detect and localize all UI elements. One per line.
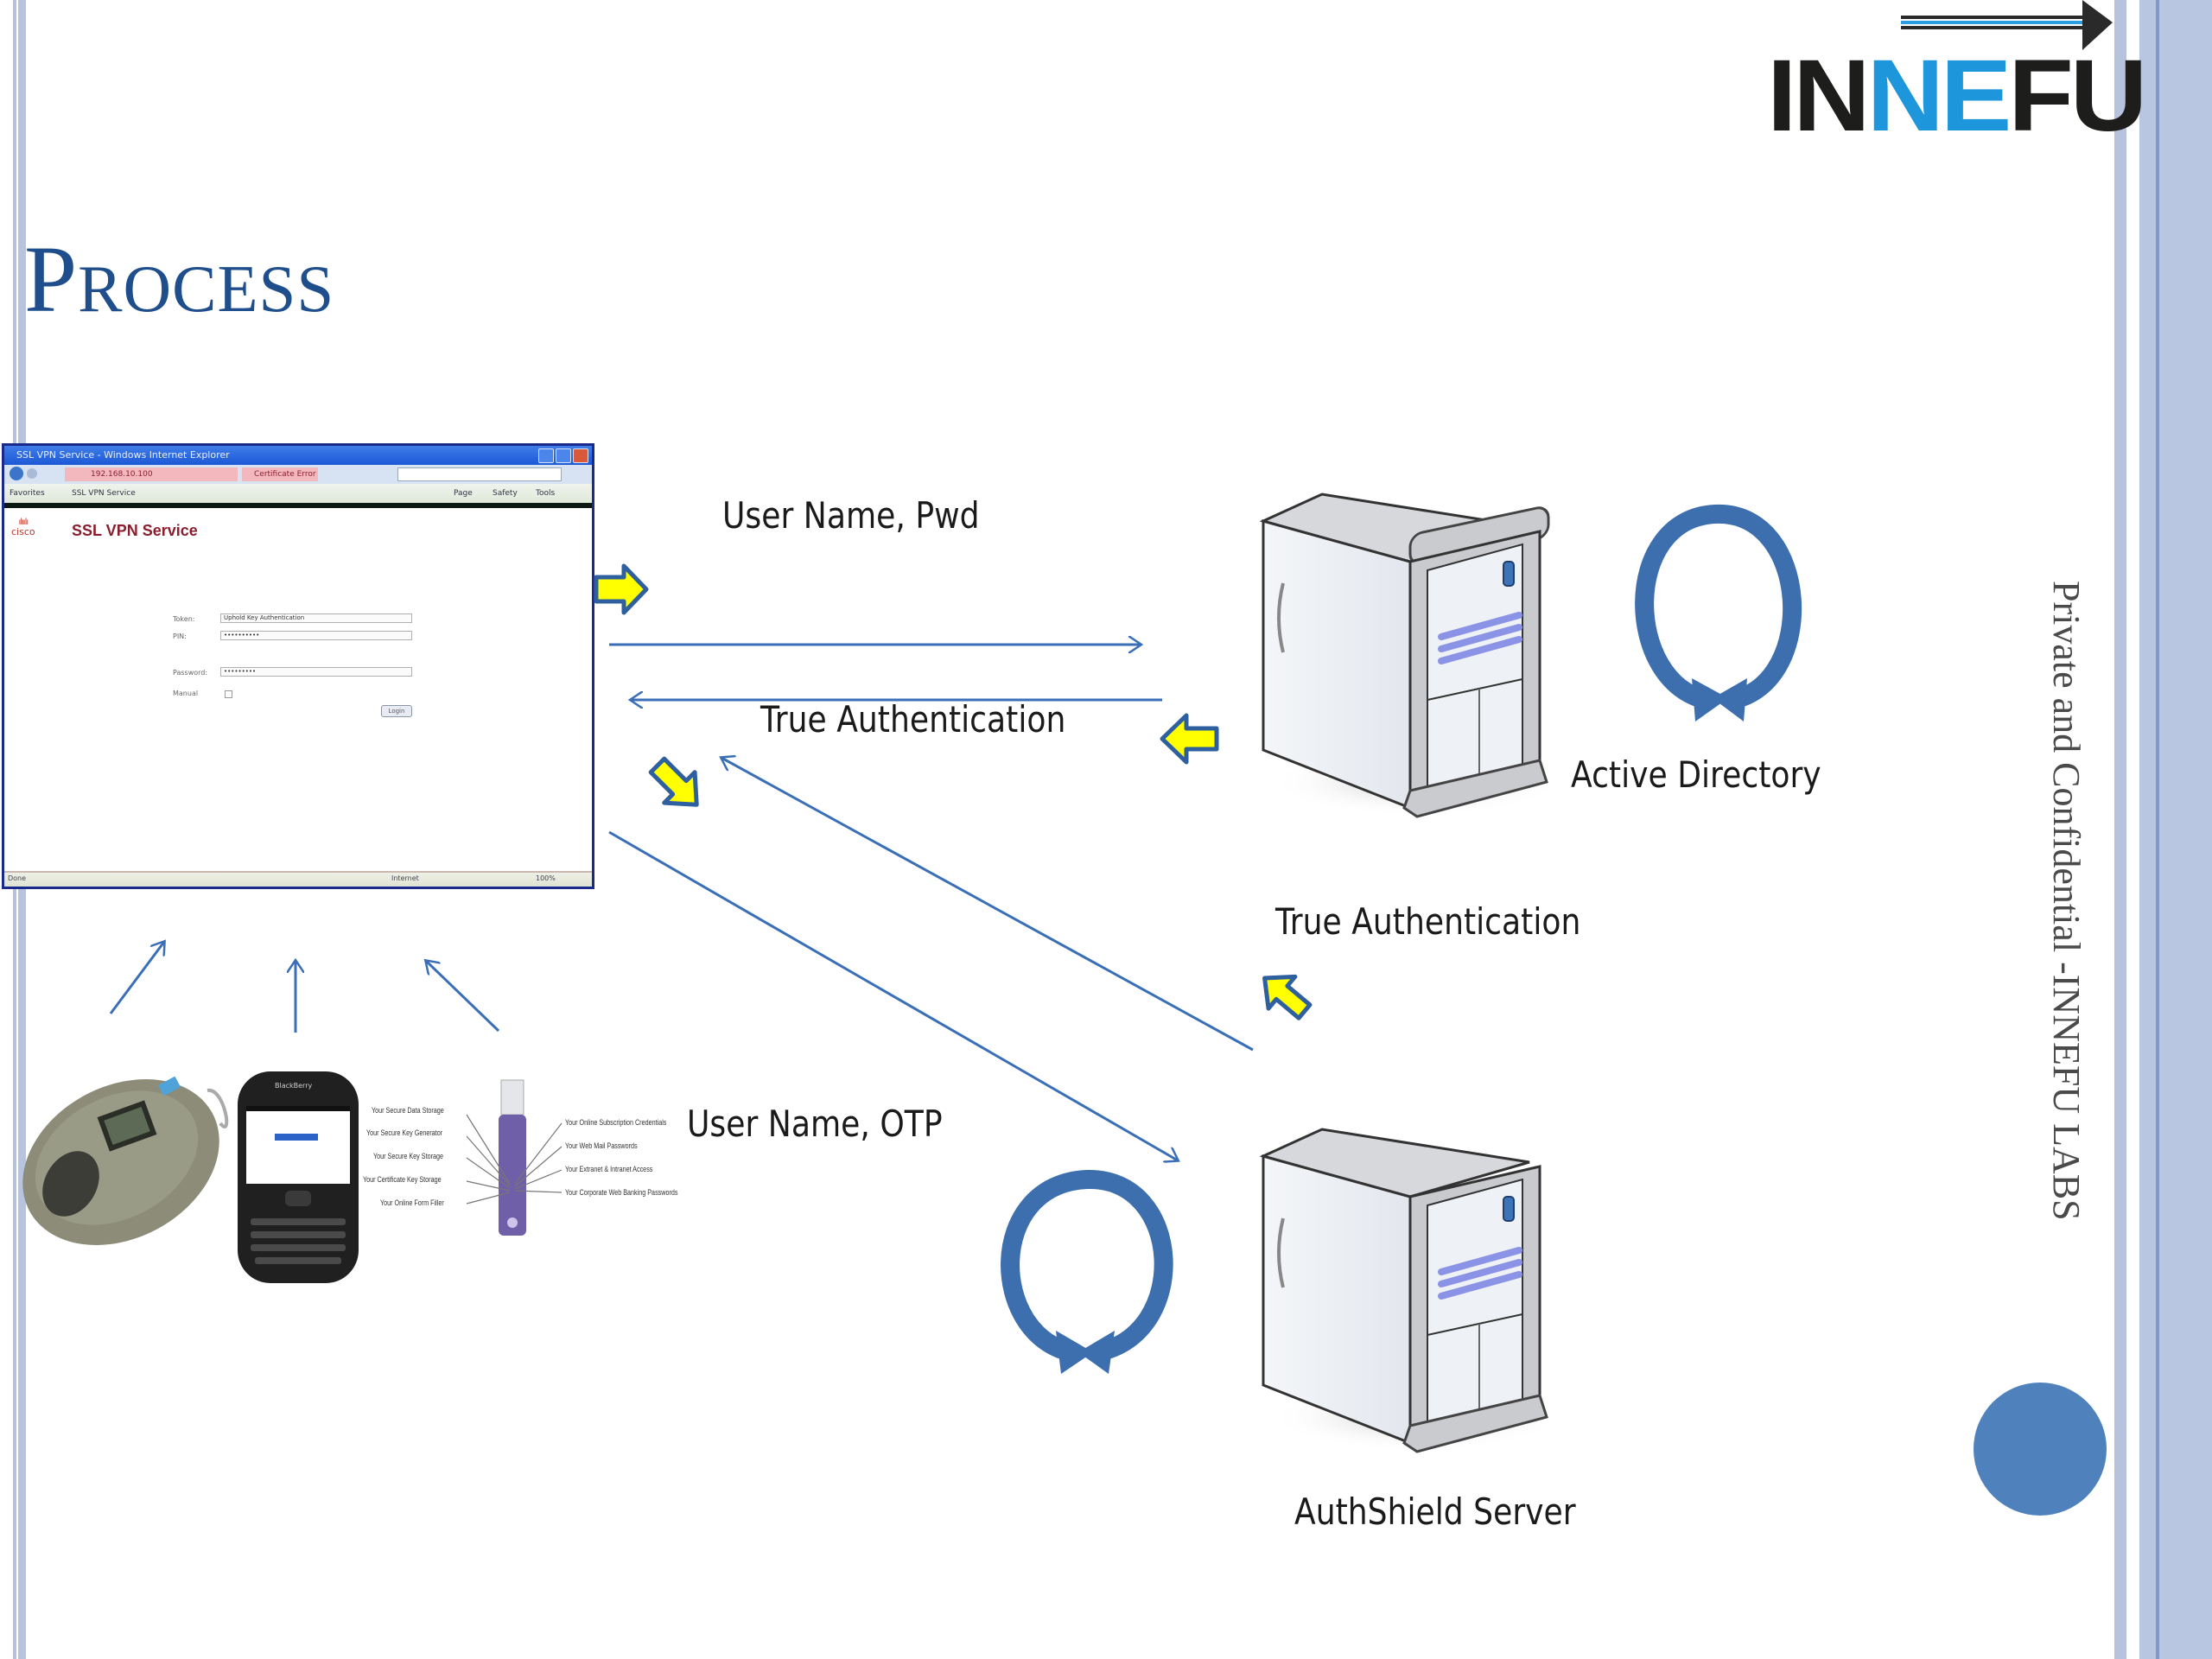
tab-ssl-vpn[interactable]: SSL VPN Service [72,489,136,498]
search-input[interactable] [397,467,562,481]
usb-label: Your Online Form Filler [380,1198,444,1207]
innefu-logo: INNEFU [1767,45,2147,147]
maximize-icon[interactable] [556,448,571,463]
close-icon[interactable] [573,448,588,463]
arrow-otp-to-authshield [608,830,1178,1160]
toolbar-safety[interactable]: Safety [493,489,518,498]
active-directory-server-icon [1259,493,1564,818]
favorites-bar: Favorites SSL VPN Service Page Safety To… [4,484,592,503]
usb-label: Your Web Mail Passwords [565,1141,638,1150]
usb-label: Your Certificate Key Storage [363,1175,442,1184]
phone-brand: BlackBerry [275,1082,313,1090]
arrow-authshield-true-auth [721,758,1254,1052]
password-input[interactable]: ••••••••• [220,667,412,677]
cisco-text: cisco [11,526,35,537]
url-field[interactable]: 192.168.10.100 [65,467,238,481]
yellow-arrow-down-right-icon [648,756,699,807]
logo-part-1: IN [1767,39,1871,153]
ssl-vpn-browser-window: SSL VPN Service - Windows Internet Explo… [2,443,594,889]
address-bar: 192.168.10.100 Certificate Error [4,465,592,484]
status-text: Done [8,874,27,882]
token-label: Token: [173,615,195,623]
label-true-authentication-ad: True Authentication [760,698,1066,741]
usb-label: Your Secure Key Storage [373,1152,443,1160]
cycle-arrow-icon-authshield [1001,1169,1173,1374]
usb-label: Your Online Subscription Credentials [565,1118,667,1127]
status-zoom[interactable]: 100% [536,874,556,882]
label-user-name-otp: User Name, OTP [687,1103,943,1145]
browser-titlebar: SSL VPN Service - Windows Internet Explo… [4,446,592,465]
toolbar-separator [4,503,592,508]
confidential-footer: Private and Confidential -INNEFU LABS [2045,581,2088,1221]
right-border-line [2114,0,2126,1659]
label-user-name-pwd: User Name, Pwd [722,494,980,537]
usb-label: Your Extranet & Intranet Access [565,1165,653,1173]
arrow-usb-up [426,961,500,1033]
pin-label: PIN: [173,632,187,640]
toolbar-tools[interactable]: Tools [536,489,556,498]
label-authshield-server: AuthShield Server [1294,1491,1576,1533]
cisco-bars-icon: ılıılı [18,518,29,527]
authshield-server-icon [1259,1128,1564,1453]
right-border-accent [2156,0,2159,1659]
usb-label: Your Secure Key Generator [366,1128,443,1137]
login-button[interactable]: Login [381,705,412,717]
yellow-arrow-left-icon [1160,713,1219,765]
window-controls [538,448,588,463]
back-icon[interactable] [10,467,23,480]
blackberry-phone-icon [238,1071,359,1283]
usb-key-icon [466,1079,563,1236]
status-zone: Internet [391,874,419,882]
password-label: Password: [173,669,208,677]
forward-icon[interactable] [27,468,37,479]
usb-label: Your Secure Data Storage [372,1106,444,1115]
cycle-arrow-icon-ad [1635,504,1802,721]
token-select[interactable]: Uphold Key Authentication [220,613,412,623]
usb-label: Your Corporate Web Banking Passwords [565,1188,678,1197]
yellow-arrow-right-icon [594,563,649,615]
logo-part-3: FU [2008,39,2147,153]
pin-input[interactable]: •••••••••• [220,631,412,640]
toolbar-page[interactable]: Page [454,489,473,498]
right-border-band [2139,0,2212,1659]
certificate-error-badge[interactable]: Certificate Error [242,467,318,481]
label-true-authentication-authshield: True Authentication [1275,900,1581,943]
favorites-button[interactable]: Favorites [10,489,45,498]
minimize-icon[interactable] [538,448,554,463]
manual-label: Manual [173,690,199,697]
label-active-directory: Active Directory [1571,753,1821,796]
slide-title: Process [24,226,335,332]
otp-token-device-icon [22,1076,229,1245]
browser-window-title: SSL VPN Service - Windows Internet Explo… [16,449,230,461]
arrow-token-up [109,942,164,1014]
logo-part-2: NE [1866,39,2012,153]
yellow-arrow-up-left-icon [1262,974,1313,1020]
status-bar: Done Internet 100% [4,871,592,887]
page-heading: SSL VPN Service [72,522,198,539]
decorative-circle [1974,1382,2107,1516]
cisco-logo: ılıılı cisco [11,518,35,537]
manual-checkbox[interactable] [225,690,232,698]
logo-arrow-icon [1901,0,2113,50]
